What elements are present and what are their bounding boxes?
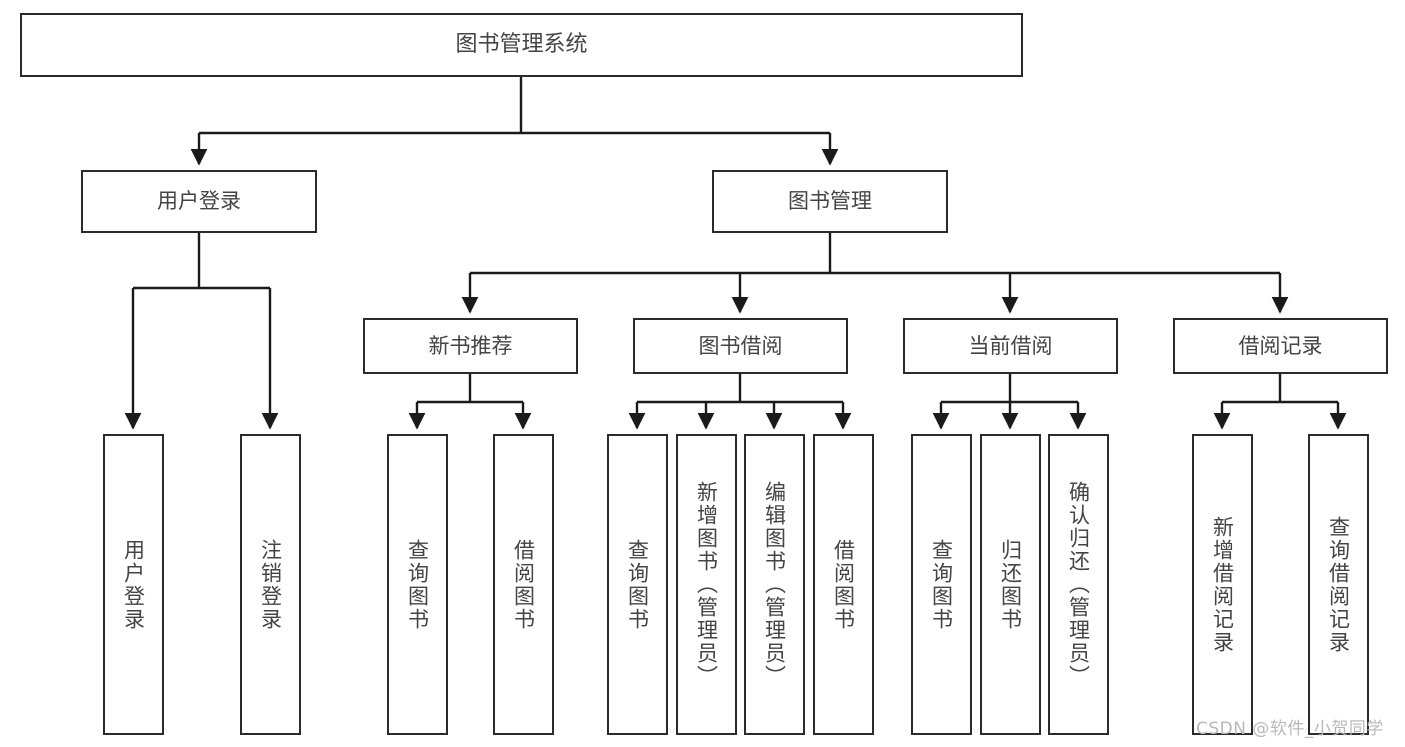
node-borrow-record[interactable]: 借阅记录 bbox=[1173, 318, 1388, 374]
node-user-login[interactable]: 用户登录 bbox=[81, 170, 317, 233]
node-leaf-borrow-book-2-label: 借阅图书 bbox=[831, 538, 856, 631]
node-leaf-add-book-label: 新增图书（管理员） bbox=[694, 481, 719, 688]
node-book-borrow-label: 图书借阅 bbox=[698, 333, 783, 358]
node-current-borrow-label: 当前借阅 bbox=[968, 333, 1053, 358]
node-new-book-recommend-label: 新书推荐 bbox=[428, 333, 513, 358]
node-leaf-query-record-label: 查询借阅记录 bbox=[1326, 515, 1351, 654]
node-leaf-query-book-3[interactable]: 查询图书 bbox=[911, 434, 972, 735]
node-leaf-borrow-book-1[interactable]: 借阅图书 bbox=[493, 434, 554, 735]
node-user-login-label: 用户登录 bbox=[157, 189, 241, 214]
node-leaf-add-book[interactable]: 新增图书（管理员） bbox=[676, 434, 737, 735]
node-new-book-recommend[interactable]: 新书推荐 bbox=[363, 318, 578, 374]
node-leaf-query-book-2-label: 查询图书 bbox=[625, 538, 650, 631]
watermark-text: CSDN @软件_小贺同学 bbox=[1196, 719, 1384, 739]
node-leaf-return-book[interactable]: 归还图书 bbox=[980, 434, 1041, 735]
node-leaf-edit-book-label: 编辑图书（管理员） bbox=[762, 481, 787, 688]
node-root[interactable]: 图书管理系统 bbox=[20, 13, 1023, 77]
node-book-borrow[interactable]: 图书借阅 bbox=[633, 318, 848, 374]
node-leaf-confirm-return[interactable]: 确认归还（管理员） bbox=[1048, 434, 1109, 735]
node-leaf-borrow-book-1-label: 借阅图书 bbox=[511, 538, 536, 631]
node-borrow-record-label: 借阅记录 bbox=[1238, 333, 1323, 358]
node-leaf-user-login[interactable]: 用户登录 bbox=[103, 434, 164, 735]
node-leaf-confirm-return-label: 确认归还（管理员） bbox=[1066, 481, 1091, 688]
node-current-borrow[interactable]: 当前借阅 bbox=[903, 318, 1118, 374]
node-leaf-query-book-1-label: 查询图书 bbox=[405, 538, 430, 631]
node-leaf-borrow-book-2[interactable]: 借阅图书 bbox=[813, 434, 874, 735]
node-leaf-logout-label: 注销登录 bbox=[258, 538, 283, 631]
node-leaf-query-book-1[interactable]: 查询图书 bbox=[387, 434, 448, 735]
node-leaf-query-book-3-label: 查询图书 bbox=[929, 538, 954, 631]
node-root-label: 图书管理系统 bbox=[455, 32, 588, 58]
node-leaf-query-record[interactable]: 查询借阅记录 bbox=[1308, 434, 1369, 735]
node-book-management[interactable]: 图书管理 bbox=[712, 170, 948, 233]
node-book-management-label: 图书管理 bbox=[788, 189, 872, 214]
node-leaf-add-record-label: 新增借阅记录 bbox=[1210, 515, 1235, 654]
node-leaf-return-book-label: 归还图书 bbox=[998, 538, 1023, 631]
node-leaf-query-book-2[interactable]: 查询图书 bbox=[607, 434, 668, 735]
node-leaf-user-login-label: 用户登录 bbox=[121, 538, 146, 631]
node-leaf-add-record[interactable]: 新增借阅记录 bbox=[1192, 434, 1253, 735]
node-leaf-logout[interactable]: 注销登录 bbox=[240, 434, 301, 735]
node-leaf-edit-book[interactable]: 编辑图书（管理员） bbox=[744, 434, 805, 735]
